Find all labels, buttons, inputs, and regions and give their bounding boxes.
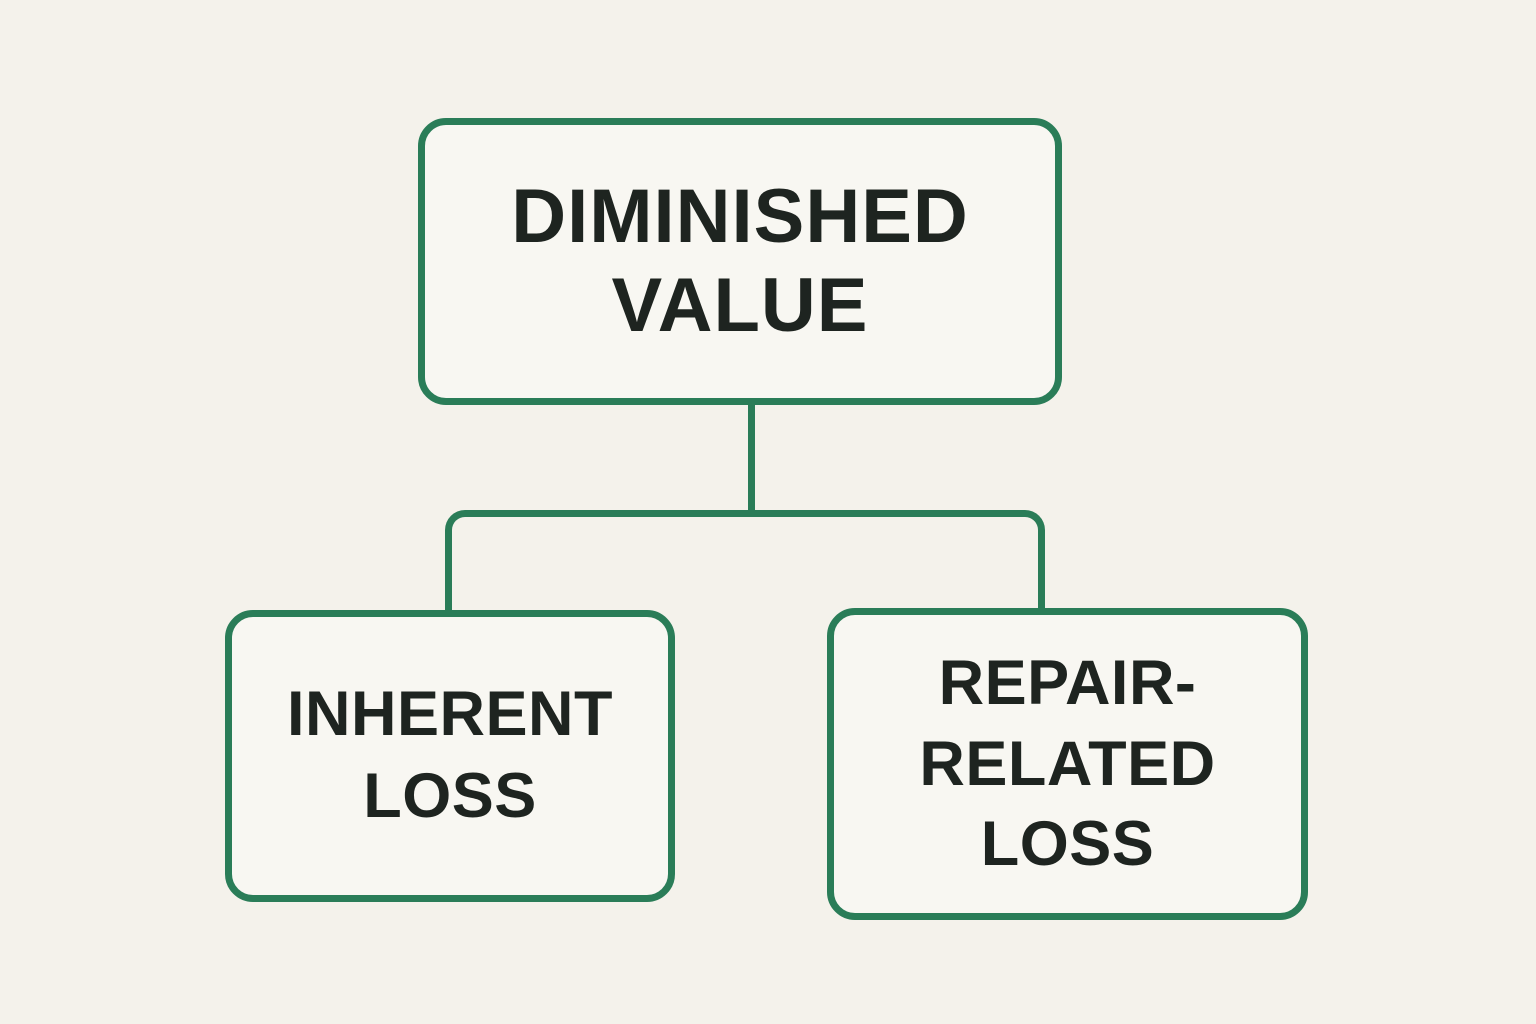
node-label-line: INHERENT (286, 679, 613, 750)
node-inherent-loss: INHERENT LOSS (225, 610, 675, 902)
node-diminished-value: DIMINISHED VALUE (418, 118, 1062, 405)
node-label-line: DIMINISHED (511, 173, 969, 259)
node-repair-related-loss: REPAIR- RELATED LOSS (827, 608, 1308, 920)
connector-stem-line (748, 402, 755, 515)
node-label-line: RELATED (919, 728, 1216, 799)
node-label-line: LOSS (980, 809, 1155, 880)
node-label-line: VALUE (611, 262, 869, 348)
node-label-line: REPAIR- (938, 648, 1197, 719)
node-label-line: LOSS (363, 761, 537, 831)
connector-branch-line (445, 510, 1045, 614)
